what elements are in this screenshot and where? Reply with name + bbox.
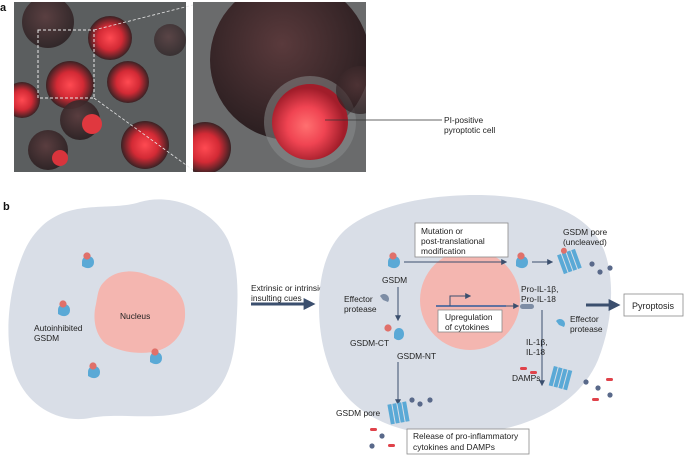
- gsdm-pore-bottom: [387, 401, 410, 425]
- gsdm-pore-label: GSDM pore: [336, 408, 381, 418]
- effector-protease2-label-2: protease: [570, 324, 603, 334]
- micrograph-overview: [14, 2, 186, 172]
- gsdm-label: GSDM: [382, 275, 407, 285]
- autoinhibited-gsdm-4: [150, 348, 162, 365]
- gsdm-ct-glyph: [384, 324, 392, 332]
- gsdm-glyph-mutated: [516, 252, 528, 269]
- mutation-box: [414, 222, 509, 258]
- autoinhibited-gsdm-2: [58, 300, 70, 317]
- mutation-label-1: Mutation or: [421, 226, 463, 236]
- il-label-2: IL-18: [526, 347, 545, 357]
- effector-protease-icon-right: [556, 318, 566, 327]
- pro-il-glyph: [520, 304, 534, 309]
- cytokine-dot: [427, 397, 433, 403]
- autoinhibited-gsdm-1: [82, 252, 94, 269]
- transcription-start-arrow: [449, 293, 472, 306]
- callout-pyroptotic-cell: pyroptotic cell: [444, 125, 495, 135]
- pyroptosis-label: Pyroptosis: [632, 301, 675, 311]
- gsdm-nt-label: GSDM-NT: [397, 351, 436, 361]
- release-label-2: cytokines and DAMPs: [413, 442, 495, 452]
- released-damp: [606, 378, 613, 381]
- mutation-label-2: post-translational: [421, 236, 485, 246]
- released-cytokine-dot: [379, 433, 385, 439]
- zoom-region-box: [37, 29, 95, 99]
- panel-a-letter: a: [0, 2, 7, 14]
- gsdm-nt-glyph: [394, 328, 404, 341]
- released-cytokine-dot: [607, 265, 613, 271]
- autoinhibited-label-2: GSDM: [34, 333, 59, 343]
- autoinhibited-label-1: Autoinhibited: [34, 323, 83, 333]
- upregulation-box: [437, 309, 503, 333]
- upregulation-label-2: of cytokines: [445, 322, 489, 332]
- released-damp: [388, 444, 395, 447]
- zoom-line-top: [93, 4, 194, 31]
- damp-glyph: [530, 371, 537, 374]
- damps-label: DAMPs: [512, 373, 540, 383]
- effector-protease-icon-left: [380, 293, 390, 302]
- released-cytokine-dot: [595, 385, 601, 391]
- zoom-line-bottom: [93, 97, 194, 171]
- callout-pi-positive: PI-positive: [444, 115, 483, 125]
- effector-protease-label-1: Effector: [344, 294, 373, 304]
- damp-glyph: [520, 367, 527, 370]
- nucleus: [94, 271, 186, 353]
- released-cytokine-dot: [607, 392, 613, 398]
- gsdm-glyph: [388, 252, 400, 269]
- effector-protease-label-2: protease: [344, 304, 377, 314]
- released-cytokine-dot: [597, 269, 603, 275]
- released-damp: [370, 428, 377, 431]
- mutation-label-3: modification: [421, 246, 466, 256]
- upregulation-nucleus: [420, 250, 520, 350]
- gsdm-pore-uncleaved: [557, 247, 582, 275]
- cytokine-dot: [409, 397, 415, 403]
- panel-b-letter: b: [3, 201, 10, 213]
- pore-uncleaved-label-1: GSDM pore: [563, 227, 608, 237]
- release-box: [406, 428, 530, 455]
- released-damp: [592, 398, 599, 401]
- released-cytokine-dot: [583, 379, 589, 385]
- pore-uncleaved-label-2: (uncleaved): [563, 237, 607, 247]
- autoinhibited-gsdm-3: [88, 362, 100, 379]
- released-cytokine-dot: [589, 261, 595, 267]
- effector-protease2-label-1: Effector: [570, 314, 599, 324]
- pyroptosis-box: [623, 293, 684, 317]
- pro-il-label-1: Pro-IL-1β,: [521, 284, 558, 294]
- gsdm-pore-right: [548, 366, 573, 391]
- release-label-1: Release of pro-inflammatory: [413, 431, 519, 441]
- nucleus-label: Nucleus: [120, 311, 150, 321]
- cues-label-1: Extrinsic or intrinsic: [251, 283, 323, 293]
- gsdm-ct-label: GSDM-CT: [350, 338, 389, 348]
- micrograph-zoom: [193, 2, 366, 172]
- upregulation-label-1: Upregulation: [445, 312, 493, 322]
- il-label-1: IL-1β,: [526, 337, 548, 347]
- released-cytokine-dot: [369, 443, 375, 449]
- cytokine-dot: [417, 401, 423, 407]
- cues-label-2: insulting cues: [251, 293, 302, 303]
- pro-il-label-2: Pro-IL-18: [521, 294, 556, 304]
